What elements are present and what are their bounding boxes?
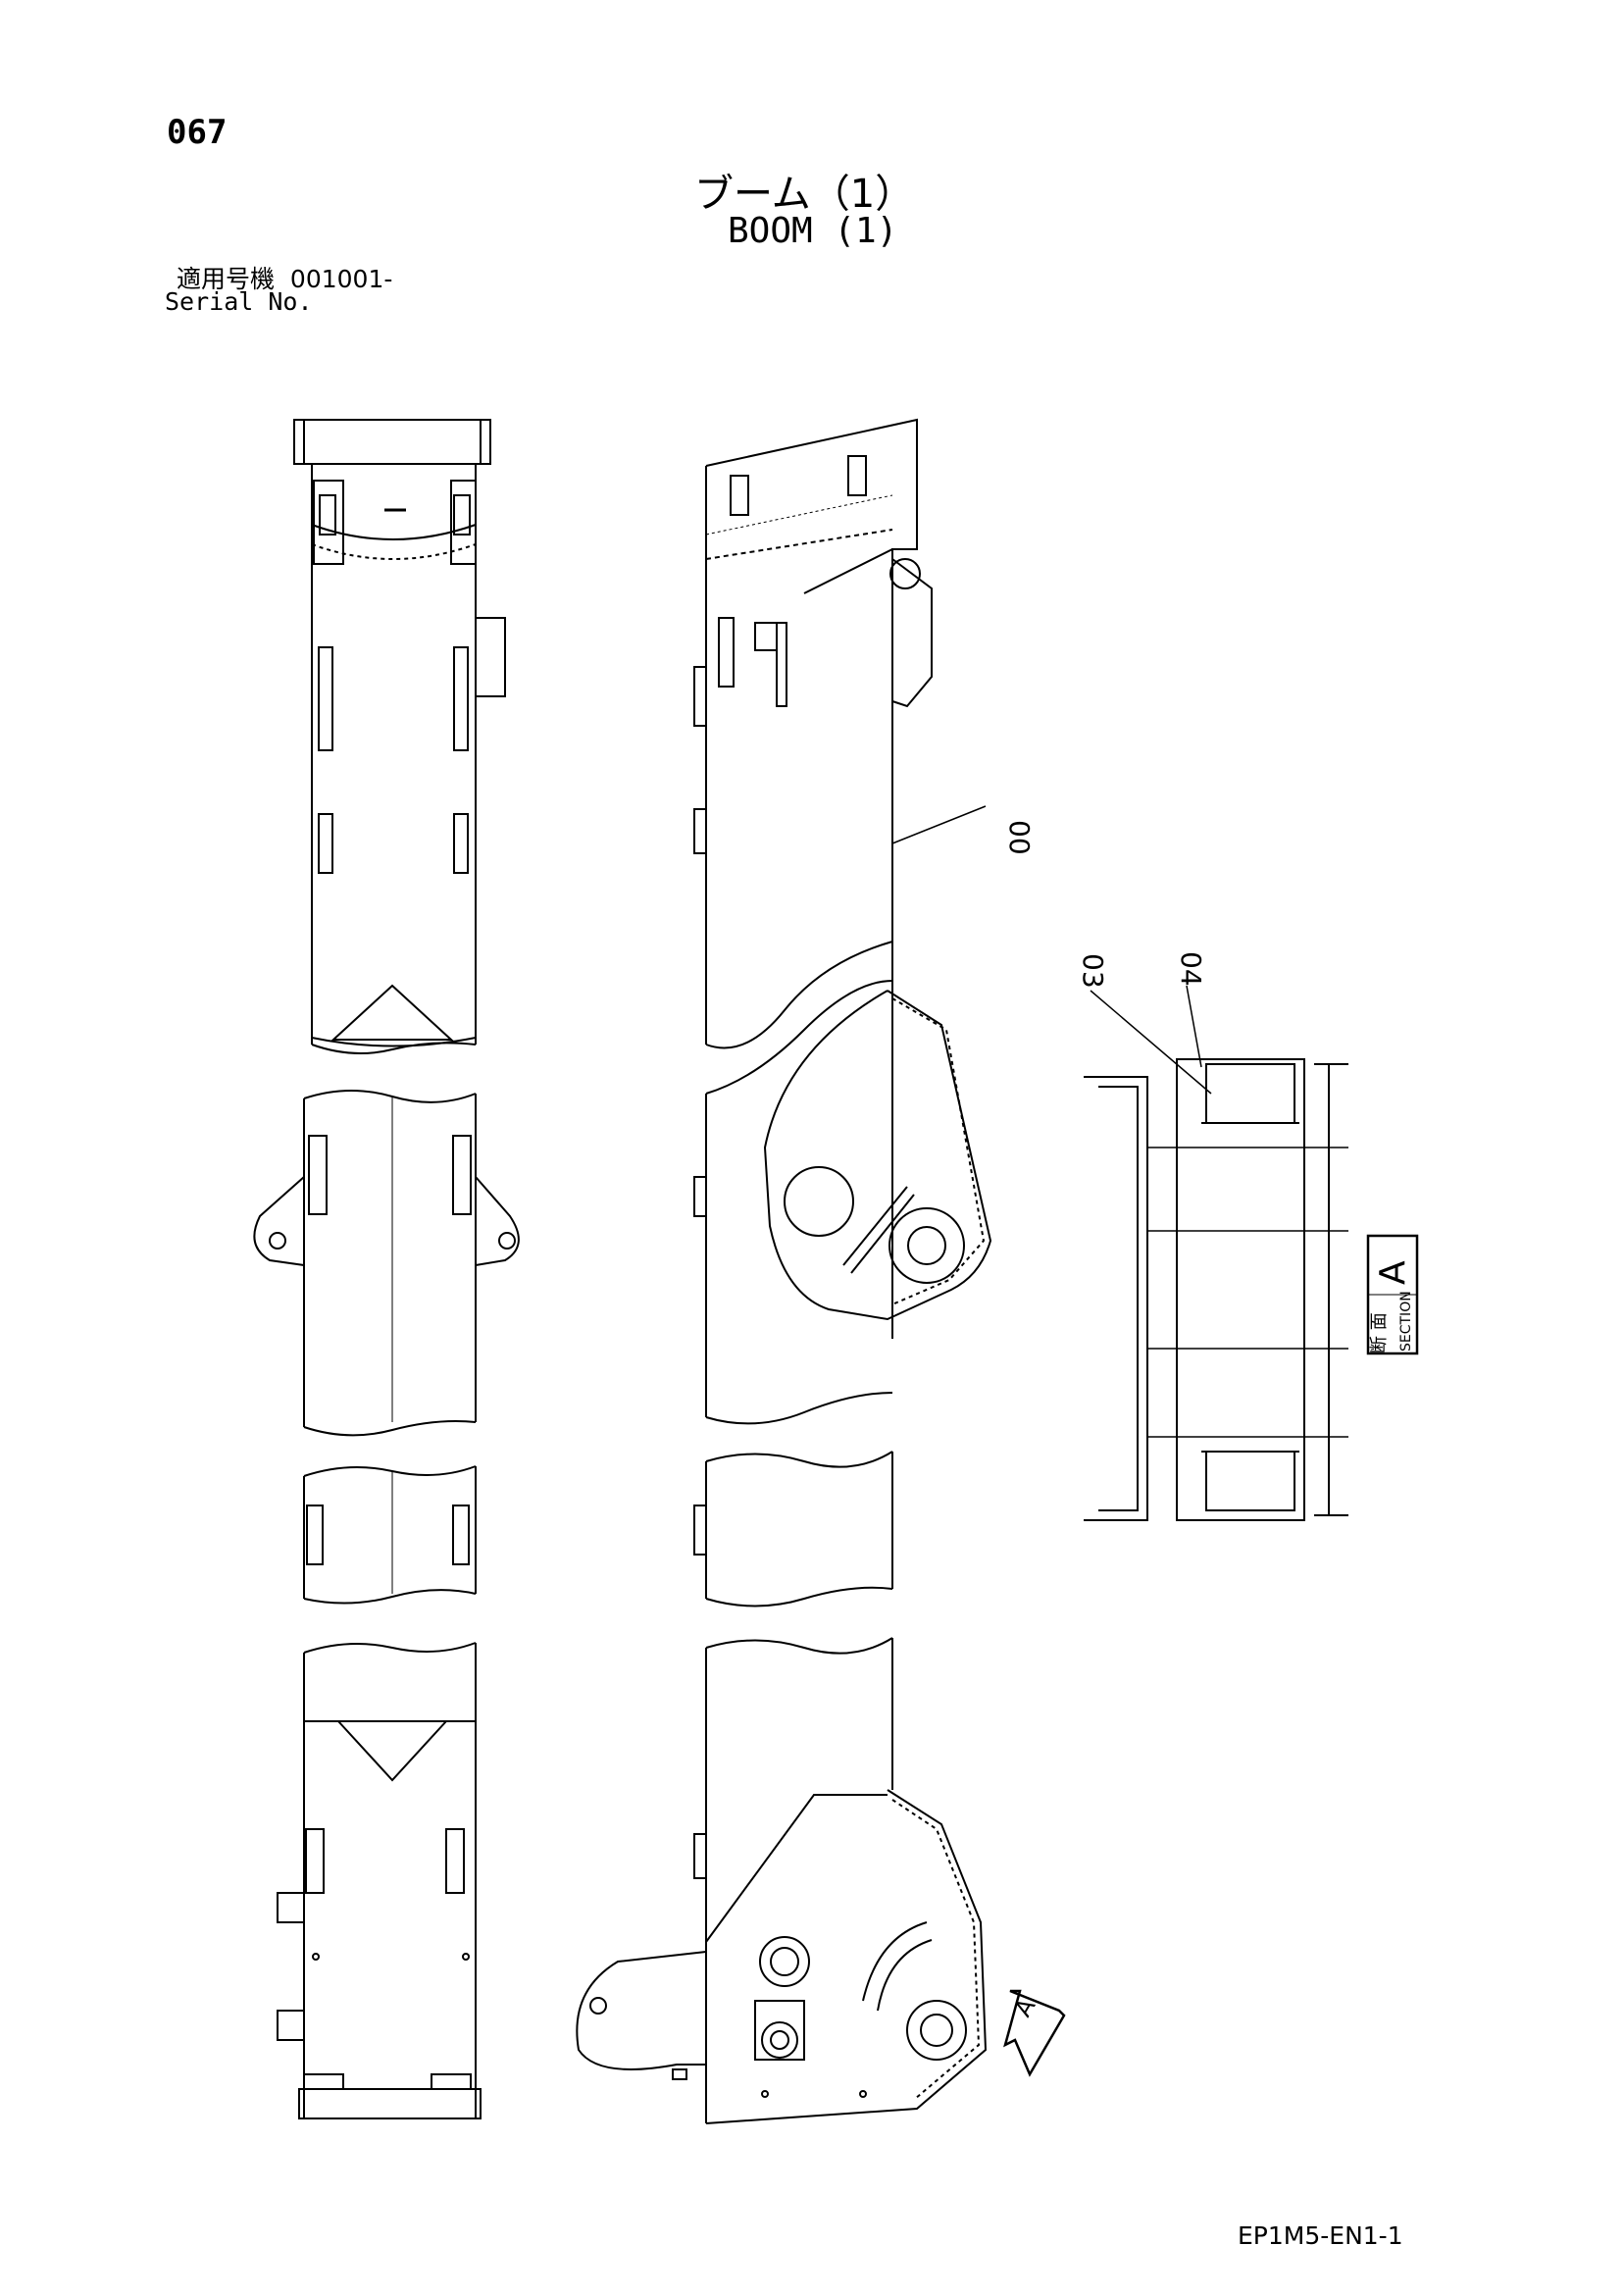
boom-top-view <box>253 419 520 2119</box>
side-bracket <box>475 617 506 697</box>
gusset-triangle-lower <box>337 1720 447 1782</box>
title-japanese: ブーム（1） <box>694 172 915 217</box>
pad <box>313 480 344 565</box>
middle-section-outline <box>303 1094 477 1427</box>
lug-ear-left <box>253 1176 305 1266</box>
boom-head-outline <box>705 418 918 1064</box>
bolt-slot <box>319 494 336 536</box>
callout-00: 00 <box>1003 820 1036 855</box>
top-end-flange <box>293 419 491 465</box>
section-a-view <box>1003 985 1419 2077</box>
callout-03: 03 <box>1077 953 1109 989</box>
pad-03-04 <box>1205 1063 1295 1124</box>
section-label-jp: 断 面 <box>1369 1312 1390 1353</box>
boom-side-view <box>576 418 992 2124</box>
lower-section-outline <box>303 1643 477 2118</box>
boss-circle-large <box>784 1166 854 1237</box>
gusset-triangle <box>330 984 454 1041</box>
serial-value: 001001- <box>289 265 393 293</box>
lug-ear-right <box>475 1176 520 1266</box>
foot-circle-2 <box>906 2000 967 2061</box>
foot-boss-plate <box>763 990 992 1321</box>
serial-number-jp: 適用号機 001001- <box>177 260 392 295</box>
section-view-arrow <box>1003 1989 1066 2077</box>
lower-side-outline <box>705 1638 893 2123</box>
page-number: 067 <box>167 113 228 152</box>
foot-lug <box>576 1951 707 2070</box>
section-label-en: SECTION <box>1398 1291 1414 1352</box>
pad <box>318 646 333 751</box>
leader-line-00 <box>891 805 987 844</box>
bottom-foot-plate <box>298 2088 482 2119</box>
document-code: EP1M5-EN1-1 <box>1238 2221 1403 2250</box>
head-pin-boss <box>889 558 921 589</box>
leader-line-03 <box>1090 990 1212 1095</box>
section-frame <box>1176 1058 1305 1521</box>
section-label-letter: A <box>1373 1260 1413 1285</box>
boss-circle-outer <box>888 1207 965 1284</box>
boss-circle-inner <box>907 1226 946 1265</box>
foot-circle-1 <box>759 1936 810 1987</box>
callout-04: 04 <box>1175 951 1207 987</box>
serial-label-en: Serial No. <box>165 287 313 316</box>
pad <box>318 813 333 874</box>
serial-label-jp: 適用号機 <box>177 265 276 293</box>
title-english: BOOM (1) <box>728 211 898 251</box>
leader-line-04 <box>1186 985 1202 1068</box>
